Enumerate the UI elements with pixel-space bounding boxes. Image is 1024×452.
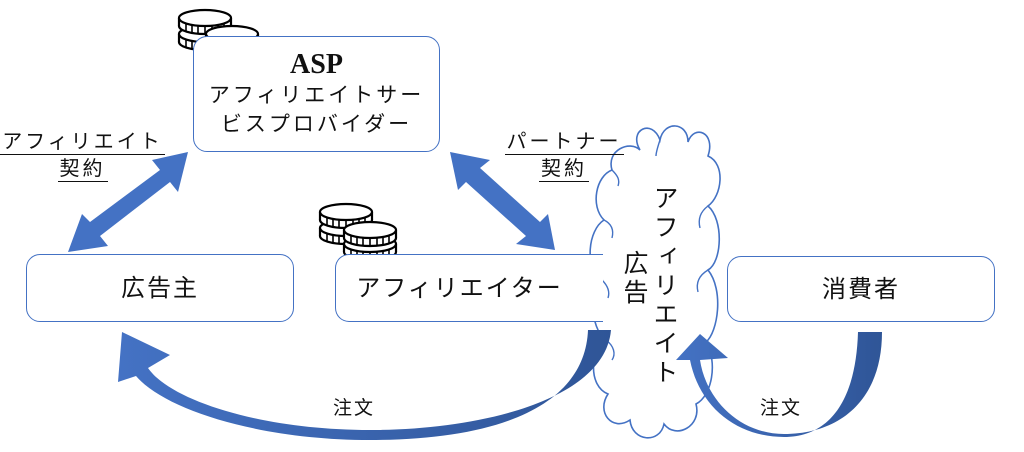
consumer-label: 消費者: [822, 275, 900, 303]
affiliater-label: アフィリエイター: [356, 274, 563, 302]
affiliate-contract-line2: 契約: [57, 156, 108, 182]
coin-stack-icon-affiliater: [318, 202, 398, 262]
affiliater-node: アフィリエイター: [335, 254, 603, 322]
partner-contract-arrow: [450, 152, 555, 250]
asp-subtitle-line2: ビスプロバイダー: [220, 112, 413, 136]
order-label-consumer: 注文: [760, 397, 803, 419]
advertiser-label: 広告主: [121, 274, 199, 302]
order-label-advertiser: 注文: [333, 397, 376, 419]
cloud-label-affiliate: アフィリエイト: [650, 185, 679, 388]
affiliate-contract-line1: アフィリエイト: [0, 129, 165, 155]
affiliate-contract-label: アフィリエイト 契約: [0, 128, 165, 182]
asp-node: ASP アフィリエイトサー ビスプロバイダー: [193, 36, 440, 152]
cloud-label-ad: 広告: [620, 250, 649, 308]
affiliate-contract-arrow: [68, 152, 188, 252]
consumer-node: 消費者: [727, 256, 995, 322]
partner-contract-line2: 契約: [539, 156, 589, 182]
asp-title: ASP: [290, 48, 343, 80]
partner-contract-line1: パートナー: [504, 129, 624, 155]
order-to-advertiser-arrow: [118, 330, 611, 440]
order-from-consumer-arrow: [676, 332, 882, 437]
asp-subtitle-line1: アフィリエイトサー: [208, 82, 425, 107]
advertiser-node: 広告主: [26, 254, 294, 322]
partner-contract-label: パートナー 契約: [500, 128, 628, 182]
